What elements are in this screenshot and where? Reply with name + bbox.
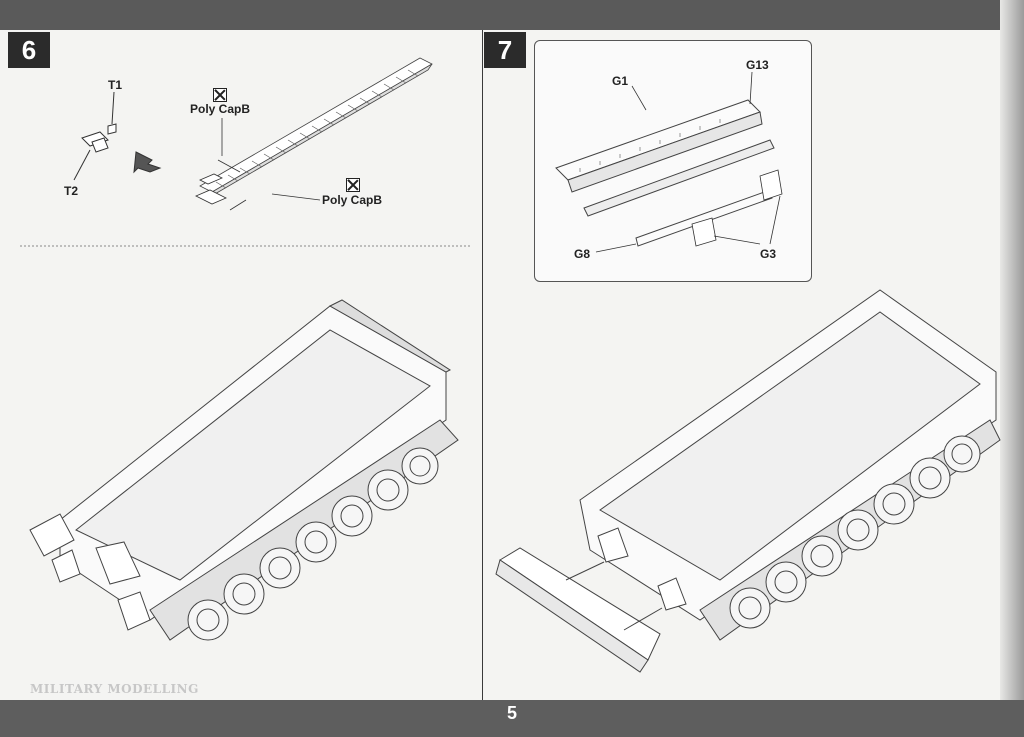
watermark: MILITARY MODELLING — [30, 682, 199, 696]
callout-t2: T2 — [64, 184, 79, 198]
top-bar — [0, 0, 1024, 30]
page-edge — [1000, 0, 1024, 737]
callout-g1: G1 — [612, 74, 629, 88]
callout-g8: G8 — [574, 247, 591, 261]
poly-cap-icon — [346, 178, 360, 192]
step-7-number: 7 — [484, 32, 526, 68]
callout-poly-capb-right: Poly CapB — [322, 193, 383, 207]
bottom-bar — [0, 700, 1024, 737]
step-6-number: 6 — [8, 32, 50, 68]
callout-poly-capb-top: Poly CapB — [190, 102, 251, 116]
callout-g3: G3 — [760, 247, 777, 261]
step-divider — [482, 30, 483, 700]
callout-t1: T1 — [108, 78, 123, 92]
arrow-icon — [133, 151, 162, 174]
poly-cap-icon — [213, 88, 227, 102]
page-number: 5 — [506, 703, 517, 723]
callout-g13: G13 — [746, 58, 769, 72]
